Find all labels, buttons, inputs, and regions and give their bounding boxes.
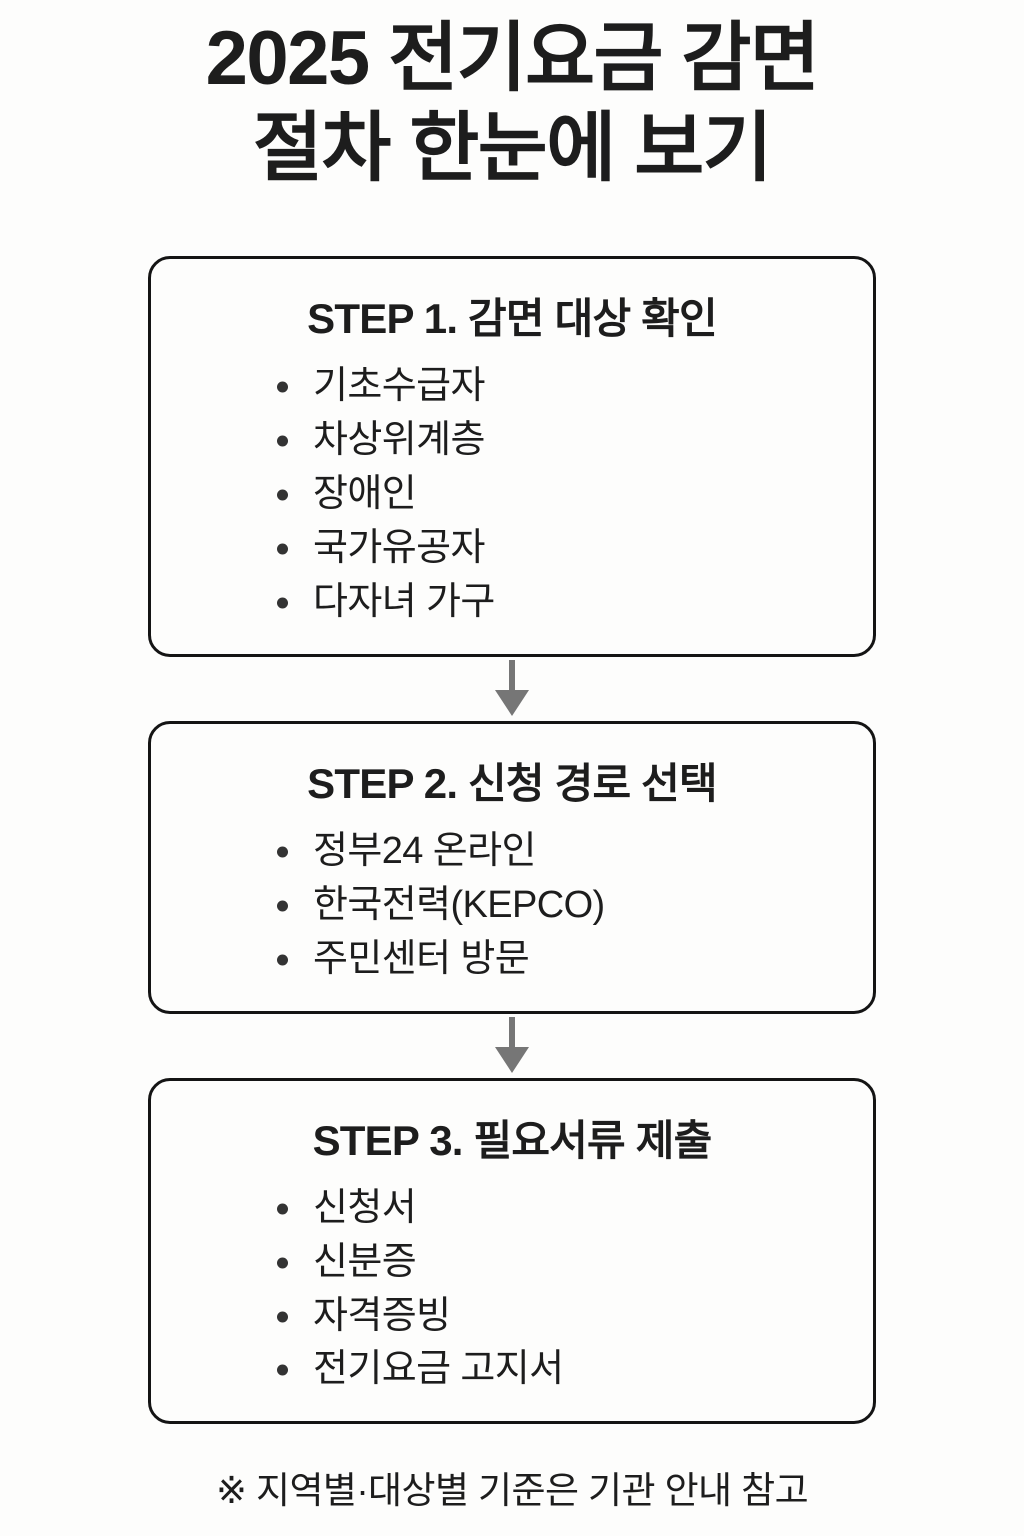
step-2-list: 정부24 온라인 한국전력(KEPCO) 주민센터 방문 (181, 825, 843, 987)
list-item: 한국전력(KEPCO) (277, 879, 843, 933)
page-title: 2025 전기요금 감면 절차 한눈에 보기 (0, 14, 1024, 193)
list-item: 기초수급자 (277, 360, 843, 414)
arrow-head (495, 1046, 529, 1073)
arrow-down-icon (495, 659, 529, 718)
arrow-head (495, 689, 529, 716)
step-2-heading: STEP 2. 신청 경로 선택 (307, 759, 717, 807)
arrow-down-icon (495, 1016, 529, 1075)
list-item: 신청서 (277, 1182, 843, 1236)
step-1-list: 기초수급자 차상위계층 장애인 국가유공자 다자녀 가구 (181, 360, 843, 630)
connector-step2-step3 (148, 1014, 876, 1078)
list-item: 전기요금 고지서 (277, 1343, 843, 1397)
footnote-note: ※ 지역별·대상별 기준은 기관 안내 참고 (215, 1470, 809, 1511)
step-1-heading: STEP 1. 감면 대상 확인 (307, 295, 717, 342)
page-title-line-1: 2025 전기요금 감면 (205, 16, 820, 101)
page-title-line-2: 절차 한눈에 보기 (252, 105, 773, 191)
process-flow-diagram: STEP 1. 감면 대상 확인 기초수급자 차상위계층 장애인 국가유공자 다… (148, 256, 876, 1425)
list-item: 정부24 온라인 (277, 825, 843, 879)
connector-step1-step2 (148, 657, 876, 721)
list-item: 신분증 (277, 1236, 843, 1290)
list-item: 다자녀 가구 (277, 576, 843, 630)
list-item: 자격증빙 (277, 1290, 843, 1344)
step-3-list: 신청서 신분증 자격증빙 전기요금 고지서 (181, 1182, 843, 1398)
arrow-shaft (509, 1016, 515, 1051)
step-box-3: STEP 3. 필요서류 제출 신청서 신분증 자격증빙 전기요금 고지서 (148, 1077, 876, 1425)
list-item: 주민센터 방문 (277, 933, 843, 987)
step-box-2: STEP 2. 신청 경로 선택 정부24 온라인 한국전력(KEPCO) 주민… (148, 720, 876, 1014)
list-item: 국가유공자 (277, 522, 843, 576)
list-item: 차상위계층 (277, 414, 843, 468)
step-3-heading: STEP 3. 필요서류 제출 (312, 1116, 713, 1164)
step-box-1: STEP 1. 감면 대상 확인 기초수급자 차상위계층 장애인 국가유공자 다… (148, 256, 876, 657)
arrow-shaft (509, 659, 515, 694)
list-item: 장애인 (277, 468, 843, 522)
